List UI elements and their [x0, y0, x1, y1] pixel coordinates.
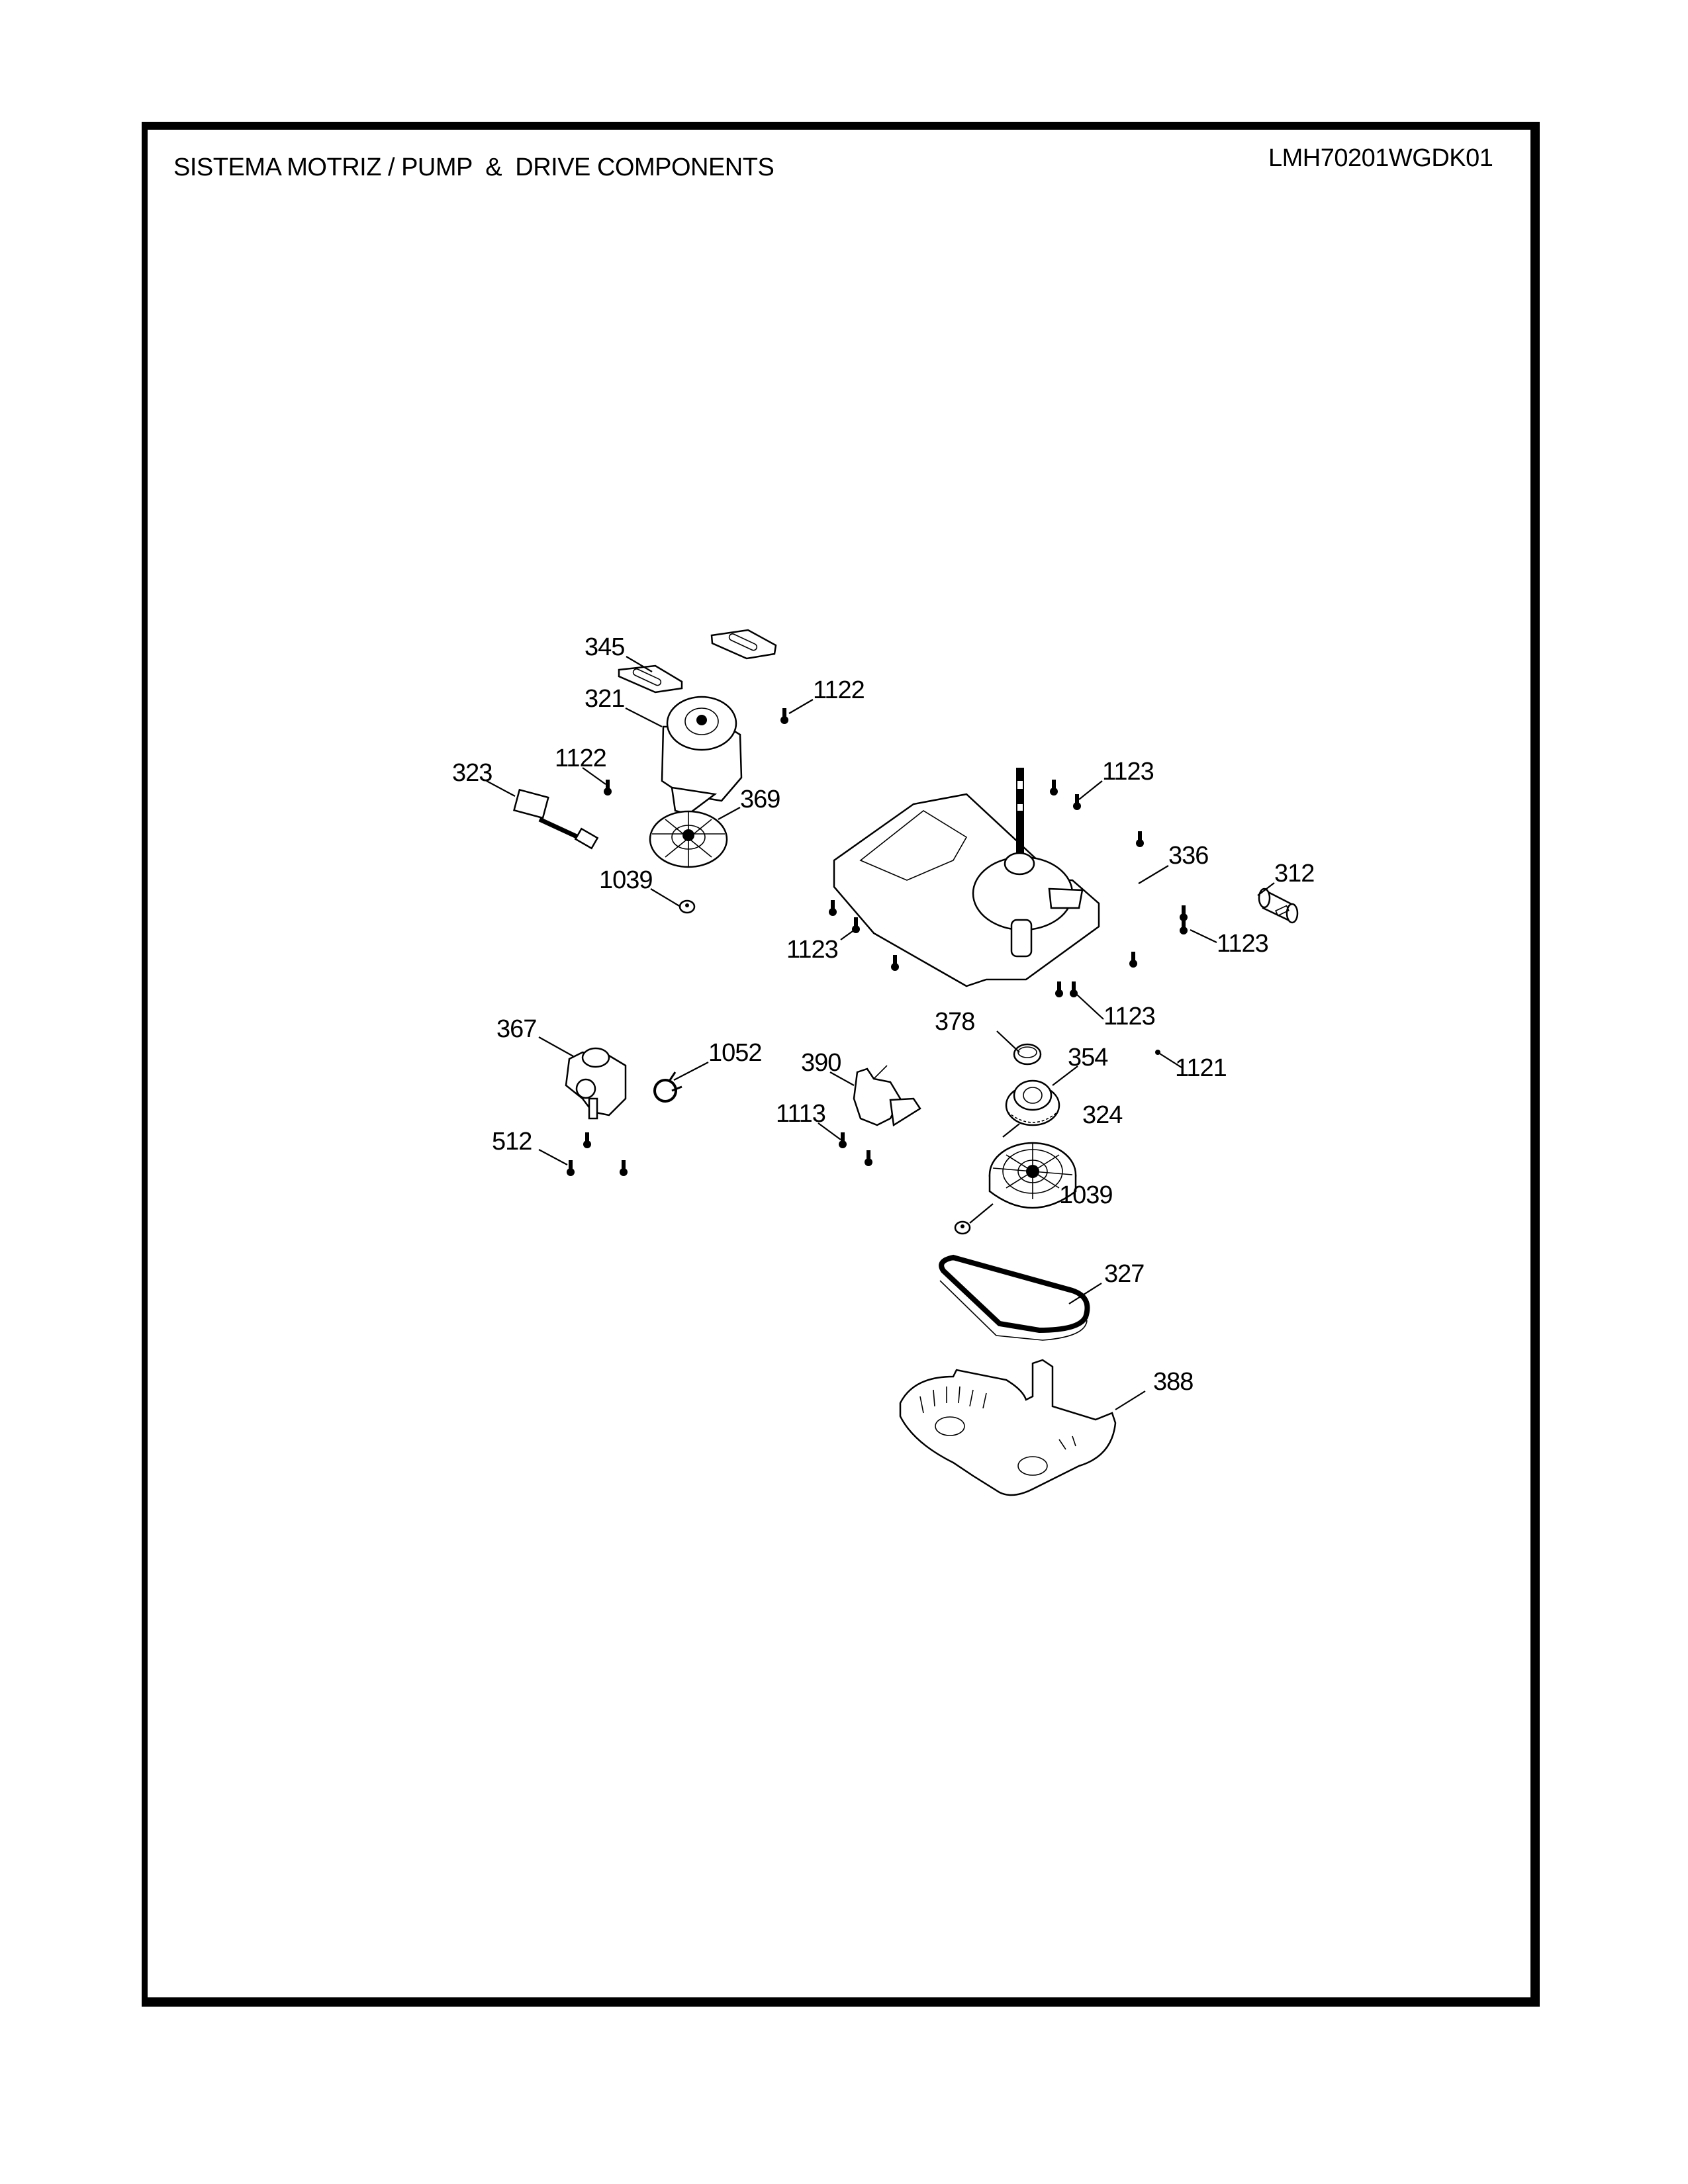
- part-1122-screw-b[interactable]: [604, 780, 612, 796]
- part-1121-pin[interactable]: [1155, 1050, 1160, 1055]
- callout-312: 312: [1274, 860, 1314, 887]
- callout-378: 378: [935, 1008, 974, 1036]
- callout-336: 336: [1168, 842, 1208, 870]
- callout-327: 327: [1104, 1260, 1144, 1288]
- callouts: 345 321 1122 1122 323 369 1039 1123 336 …: [452, 633, 1315, 1396]
- callout-1123: 1123: [1103, 1003, 1155, 1030]
- part-512-screw-group[interactable]: [567, 1132, 628, 1176]
- callout-323: 323: [452, 759, 492, 787]
- callout-1039: 1039: [1059, 1181, 1113, 1209]
- callout-1123: 1123: [786, 936, 838, 964]
- part-327-belt[interactable]: [939, 1254, 1090, 1341]
- callout-1052: 1052: [708, 1039, 762, 1067]
- part-321-motor[interactable]: [661, 696, 743, 815]
- callout-388: 388: [1153, 1368, 1193, 1396]
- part-367-drain-pump[interactable]: [565, 1047, 627, 1120]
- page-frame: [142, 122, 1540, 2007]
- part-336-gearcase-base[interactable]: [833, 768, 1100, 987]
- part-324-pulley[interactable]: [988, 1142, 1077, 1209]
- part-1113-screw-group[interactable]: [839, 1132, 872, 1166]
- callout-1121: 1121: [1175, 1054, 1227, 1082]
- callout-1113: 1113: [776, 1100, 825, 1128]
- callout-321: 321: [585, 685, 624, 713]
- callout-1123: 1123: [1102, 758, 1154, 786]
- callout-1122: 1122: [813, 676, 865, 704]
- callout-390: 390: [801, 1049, 841, 1077]
- part-388-belt-cover[interactable]: [899, 1359, 1117, 1496]
- callout-1039: 1039: [599, 866, 653, 894]
- callout-345: 345: [585, 633, 624, 661]
- part-345-mount-pad[interactable]: [618, 629, 777, 694]
- leader-lines: [486, 656, 1275, 1410]
- part-1122-screw-a[interactable]: [780, 708, 788, 724]
- callout-512: 512: [492, 1128, 532, 1156]
- callout-367: 367: [496, 1015, 536, 1043]
- part-1052-clamp[interactable]: [653, 1071, 682, 1103]
- part-378-ring[interactable]: [1013, 1043, 1042, 1066]
- callout-354: 354: [1068, 1044, 1108, 1071]
- part-390-actuator[interactable]: [853, 1065, 921, 1127]
- section-title: SISTEMA MOTRIZ / PUMP & DRIVE COMPONENTS: [173, 154, 774, 181]
- part-1039-nut-a[interactable]: [679, 899, 696, 914]
- callout-324: 324: [1082, 1101, 1123, 1129]
- part-323-wire-harness[interactable]: [513, 788, 599, 850]
- model-number: LMH70201WGDK01: [1268, 144, 1493, 172]
- callout-1122: 1122: [555, 745, 606, 772]
- part-354-gear[interactable]: [1005, 1079, 1060, 1126]
- part-369-fan-pulley[interactable]: [649, 810, 728, 868]
- callout-369: 369: [740, 786, 780, 813]
- part-312-capacitor[interactable]: [1258, 887, 1299, 924]
- callout-1123: 1123: [1217, 930, 1268, 958]
- part-1039-nut-b[interactable]: [954, 1220, 971, 1235]
